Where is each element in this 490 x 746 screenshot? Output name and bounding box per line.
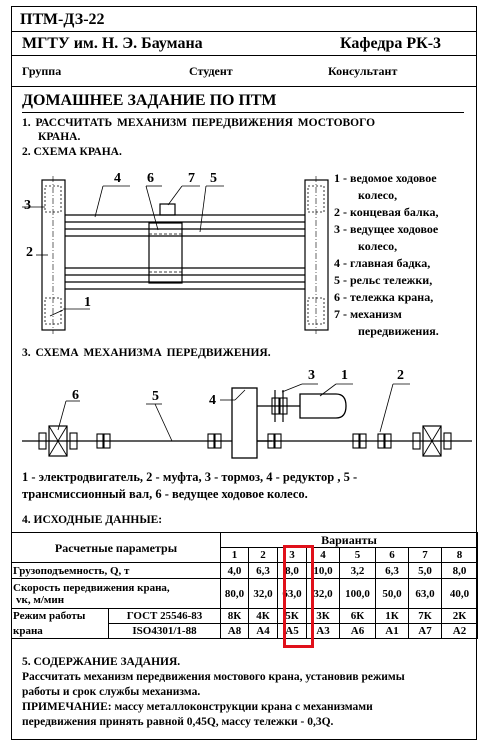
- gost-value: 6К: [339, 608, 376, 624]
- variant-number: 8: [440, 547, 479, 563]
- legend-line: колесо,: [358, 188, 398, 202]
- note-line1: ПРИМЕЧАНИЕ: массу металлоконструкции кра…: [22, 701, 373, 713]
- content-line1: Рассчитать механизм передвижения мостово…: [22, 671, 405, 683]
- selected-variant-highlight: [283, 545, 314, 648]
- legend-line: 2 - концевая балка,: [334, 205, 439, 219]
- parameters-table: Расчетные параметры Варианты 1 2 3 4 5 6…: [11, 532, 479, 639]
- crane-label-1: 1: [84, 295, 91, 310]
- load-value: 3,2: [339, 562, 376, 579]
- crane-legend: 1 - ведомое ходовое колесо, 2 - концевая…: [334, 170, 439, 340]
- mechanism-label-3: 3: [308, 368, 315, 383]
- iso-value: А1: [375, 623, 409, 639]
- mechanism-caption-line2: трансмиссионный вал, 6 - ведущее ходовое…: [22, 487, 308, 501]
- load-value: 4,0: [220, 562, 249, 579]
- mechanism-label-5: 5: [152, 389, 159, 404]
- student-label: Студент: [189, 64, 233, 78]
- variant-number: 2: [248, 547, 278, 563]
- speed-label-line1: Скорость передвижения крана,: [13, 581, 170, 594]
- gost-label: ГОСТ 25546-83: [108, 608, 221, 624]
- mechanism-caption-line1: 1 - электродвигатель, 2 - муфта, 3 - тор…: [22, 470, 358, 484]
- gost-value: 4К: [248, 608, 278, 624]
- legend-line: 7 - механизм: [334, 307, 402, 321]
- mode-label-line2: крана: [11, 623, 109, 639]
- crane-label-2: 2: [26, 245, 33, 260]
- gost-value: 1К: [375, 608, 409, 624]
- crane-label-4: 4: [114, 171, 121, 186]
- content-line2: работы и срок службы механизма.: [22, 686, 201, 698]
- consultant-label: Консультант: [328, 64, 398, 78]
- divider: [11, 86, 477, 87]
- legend-line: 6 - тележка крана,: [334, 290, 434, 304]
- variant-number: 1: [220, 547, 249, 563]
- divider: [11, 55, 477, 56]
- speed-value: 80,0: [220, 578, 249, 609]
- iso-value: А4: [248, 623, 278, 639]
- iso-value: А2: [440, 623, 479, 639]
- speed-value: 63,0: [277, 578, 307, 609]
- document-code: ПТМ-ДЗ-22: [20, 11, 105, 28]
- speed-value: 40,0: [440, 578, 479, 609]
- crane-scheme-heading: 2. СХЕМА КРАНА.: [22, 146, 122, 158]
- speed-value: 50,0: [375, 578, 409, 609]
- task1-line2: КРАНА.: [38, 131, 81, 143]
- legend-line: 4 - главная бадка,: [334, 256, 431, 270]
- speed-value: 32,0: [248, 578, 278, 609]
- legend-line: колесо,: [358, 239, 398, 253]
- department-name: Кафедра РК-3: [340, 35, 442, 52]
- load-value: 6,3: [375, 562, 409, 579]
- gost-value: 2К: [440, 608, 479, 624]
- sheet-frame: [11, 6, 477, 740]
- speed-value: 100,0: [339, 578, 376, 609]
- iso-value: А8: [220, 623, 249, 639]
- note-line2: передвижения принять равной 0,45Q, массу…: [22, 716, 334, 728]
- university-name: МГТУ им. Н. Э. Баумана: [22, 35, 203, 52]
- crane-label-6: 6: [147, 171, 154, 186]
- mode-label-line1: Режим работы: [11, 608, 109, 624]
- gost-value: 8К: [220, 608, 249, 624]
- crane-label-5: 5: [210, 171, 217, 186]
- load-value: 6,3: [248, 562, 278, 579]
- load-value: 8,0: [440, 562, 479, 579]
- params-header: Расчетные параметры: [11, 532, 221, 563]
- mechanism-label-1: 1: [341, 368, 348, 383]
- speed-label: Скорость передвижения крана, vк, м/мин: [11, 578, 221, 609]
- content-heading: 5. СОДЕРЖАНИЕ ЗАДАНИЯ.: [22, 656, 181, 668]
- iso-value: А7: [408, 623, 442, 639]
- variant-number: 7: [408, 547, 442, 563]
- speed-label-line2: vк, м/мин: [16, 593, 65, 606]
- iso-value: А3: [306, 623, 340, 639]
- crane-label-3: 3: [24, 198, 31, 213]
- legend-line: 5 - рельс тележки,: [334, 273, 433, 287]
- iso-value: А6: [339, 623, 376, 639]
- task1-line1: 1. РАССЧИТАТЬ МЕХАНИЗМ ПЕРЕДВИЖЕНИЯ МОСТ…: [22, 117, 376, 129]
- load-label: Грузоподъемность, Q, т: [11, 562, 221, 579]
- load-value: 5,0: [408, 562, 442, 579]
- mechanism-label-6: 6: [72, 388, 79, 403]
- title-underline: [22, 112, 464, 113]
- crane-scheme-diagram: [22, 176, 329, 334]
- mechanism-label-2: 2: [397, 368, 404, 383]
- initial-data-heading: 4. ИСХОДНЫЕ ДАННЫЕ:: [22, 514, 163, 526]
- variants-header: Варианты: [219, 532, 479, 548]
- speed-value: 63,0: [408, 578, 442, 609]
- legend-line: 1 - ведомое ходовое: [334, 171, 437, 185]
- mechanism-scheme-heading: 3. СХЕМА МЕХАНИЗМА ПЕРЕДВИЖЕНИЯ.: [22, 347, 271, 359]
- gost-value: 7К: [408, 608, 442, 624]
- group-label: Группа: [22, 64, 62, 78]
- variant-number: 6: [375, 547, 409, 563]
- variant-number: 5: [339, 547, 376, 563]
- mechanism-label-4: 4: [209, 393, 216, 408]
- mechanism-scheme-diagram: [22, 383, 472, 459]
- page-title: ДОМАШНЕЕ ЗАДАНИЕ ПО ПТМ: [22, 92, 277, 109]
- divider: [11, 31, 477, 32]
- legend-line: 3 - ведущее ходовое: [334, 222, 439, 236]
- iso-label: ISO4301/1-88: [108, 623, 221, 639]
- crane-label-7: 7: [188, 171, 195, 186]
- legend-line: передвижения.: [358, 324, 439, 338]
